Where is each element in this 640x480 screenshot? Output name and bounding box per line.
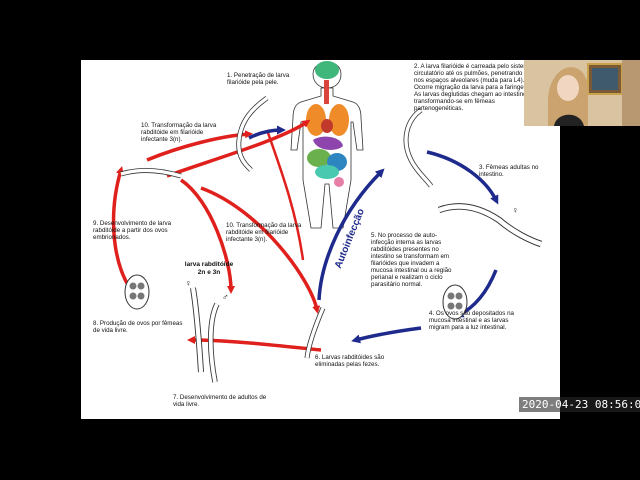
larva-title: larva rabditóide 2n e 3n (177, 261, 241, 277)
label-step-6: 6. Larvas rabditóides são eliminadas pel… (315, 354, 385, 368)
slide-content: 1. Penetração de larva filarióide pela p… (81, 60, 560, 419)
male-symbol: ♂ (222, 292, 229, 302)
human-body-figure (290, 61, 364, 229)
recording-timestamp: 2020-04-23 08:56:07 (519, 397, 640, 412)
female-symbol-adult: ♀ (512, 205, 519, 215)
larva-title-text: larva rabditóide (184, 261, 234, 268)
label-step-4: 4. Os ovos são depositados na mucosa int… (429, 310, 514, 331)
red-cycle-arrows (111, 119, 322, 352)
label-step-2: 2. A larva filarióide é carreada pelo si… (414, 63, 532, 112)
label-step-1: 1. Penetração de larva filarióide pela p… (227, 72, 290, 86)
webcam-video-feed (524, 60, 640, 126)
worm-illustrations (120, 95, 543, 383)
egg-illustrations (124, 274, 468, 320)
life-cycle-diagram (111, 61, 543, 383)
label-step-7: 7. Desenvolvimento de adultos de vida li… (173, 394, 267, 408)
label-step-8: 8. Produção de ovos por fêmeas de vida l… (93, 320, 183, 334)
larva-ploidy-text: 2n e 3n (197, 269, 221, 276)
webcam-image (524, 60, 640, 126)
label-step-3: 3. Fêmeas adultas no intestino. (479, 164, 539, 178)
label-step-10a: 10. Transformação da larva rabditóide em… (141, 122, 217, 143)
label-step-5: 5. No processo de auto-infecção interna … (371, 232, 452, 288)
label-step-10b: 10. Transformação da larva rabditóide em… (226, 222, 302, 243)
female-symbol: ♀ (185, 278, 192, 288)
label-step-9: 9. Desenvolvimento de larva rabditóide a… (93, 220, 172, 241)
